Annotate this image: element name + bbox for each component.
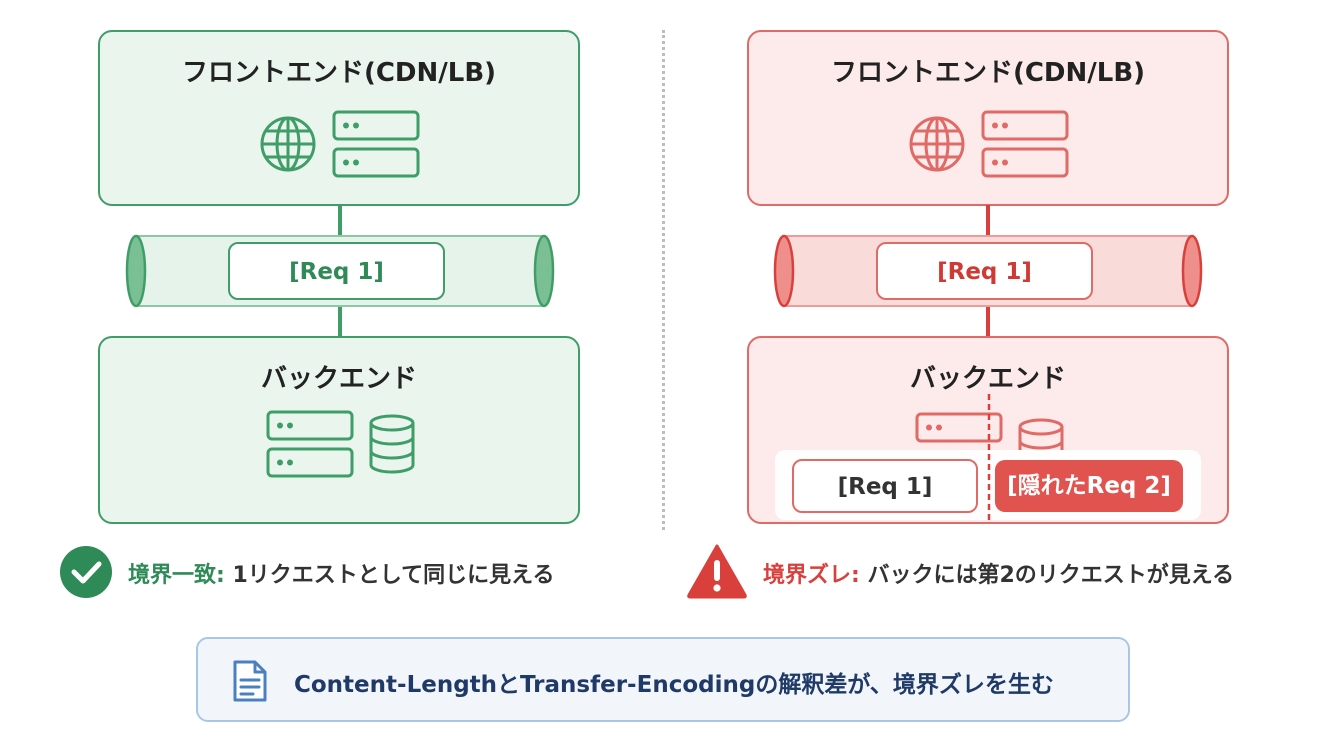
globe-icon (909, 116, 965, 172)
warn-legend: 境界ズレ: バックには第2のリクエストが見える (763, 557, 1234, 589)
left-frontend-title: フロントエンド(CDN/LB) (181, 58, 497, 88)
check-icon (60, 546, 112, 598)
right-backend-request-2: [隠れたReq 2] (995, 460, 1183, 512)
ok-description: 1リクエストとして同じに見える (232, 563, 555, 588)
left-pipe-request: [Req 1] (228, 242, 445, 300)
warn-description: バックには第2のリクエストが見える (867, 563, 1235, 588)
database-icon (369, 414, 415, 474)
ok-label: 境界一致: (128, 563, 225, 588)
right-pipe-request: [Req 1] (876, 242, 1093, 300)
note-box: Content-LengthとTransfer-Encodingの解釈差が、境界… (196, 637, 1130, 722)
boundary-split-line (987, 394, 991, 522)
center-divider (662, 30, 665, 530)
left-backend-title: バックエンド (260, 364, 417, 394)
right-frontend-title: フロントエンド(CDN/LB) (830, 58, 1146, 88)
left-frontend-box: フロントエンド(CDN/LB) (98, 30, 580, 206)
left-backend-box: バックエンド (98, 336, 580, 524)
warning-icon (687, 544, 747, 599)
server-icon (332, 110, 420, 178)
ok-legend: 境界一致: 1リクエストとして同じに見える (128, 557, 554, 589)
note-text: Content-LengthとTransfer-Encodingの解釈差が、境界… (294, 672, 1054, 698)
database-icon (1018, 418, 1064, 450)
right-backend-title: バックエンド (909, 364, 1066, 394)
document-icon (233, 660, 267, 702)
server-icon (266, 410, 354, 478)
globe-icon (260, 116, 316, 172)
warn-label: 境界ズレ: (763, 563, 860, 588)
right-backend-request-1: [Req 1] (792, 459, 978, 513)
right-frontend-box: フロントエンド(CDN/LB) (747, 30, 1229, 206)
server-icon (915, 412, 1003, 443)
server-icon (981, 110, 1069, 178)
